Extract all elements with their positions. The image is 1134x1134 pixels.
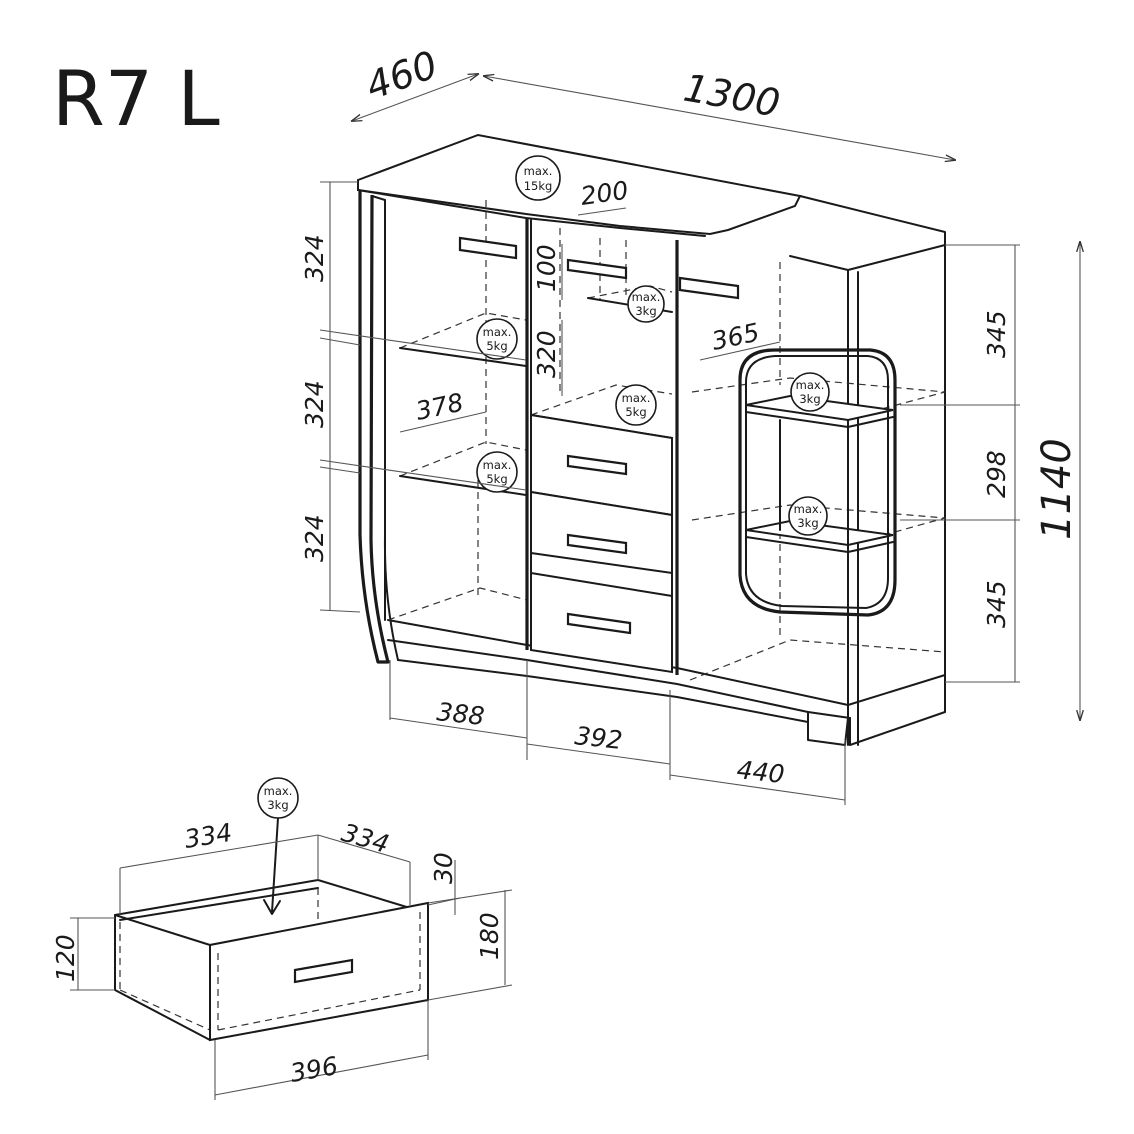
svg-text:396: 396: [288, 1051, 340, 1088]
svg-text:345: 345: [982, 580, 1011, 628]
svg-text:max.: max.: [264, 784, 293, 798]
cabinet: [357, 133, 946, 746]
svg-text:365: 365: [709, 318, 762, 356]
svg-text:30: 30: [429, 852, 458, 884]
drawer-dimensions: 334 334 120 180 30 396: [51, 818, 513, 1100]
svg-text:324: 324: [300, 514, 329, 562]
svg-text:1140: 1140: [1034, 438, 1080, 540]
svg-text:3kg: 3kg: [635, 304, 656, 318]
right-height-dimensions: 345 298 345 1140: [900, 242, 1080, 720]
handle-icon: [293, 958, 354, 984]
svg-text:max.: max.: [483, 325, 512, 339]
svg-text:5kg: 5kg: [486, 339, 507, 353]
badge-right-shelf2: max. 3kg: [788, 496, 828, 536]
badge-left-shelf2: max. 5kg: [476, 451, 518, 493]
badge-drawer: max. 3kg: [257, 777, 299, 819]
svg-text:334: 334: [182, 818, 234, 854]
svg-text:max.: max.: [524, 164, 553, 178]
svg-text:3kg: 3kg: [267, 798, 288, 812]
svg-text:15kg: 15kg: [524, 179, 553, 193]
svg-text:3kg: 3kg: [799, 392, 820, 406]
svg-text:5kg: 5kg: [625, 405, 646, 419]
svg-text:324: 324: [300, 380, 329, 428]
svg-text:334: 334: [338, 818, 392, 859]
handle-icon: [458, 236, 740, 300]
svg-text:320: 320: [532, 330, 561, 378]
svg-text:460: 460: [360, 42, 443, 108]
svg-text:120: 120: [51, 934, 80, 982]
svg-text:max.: max.: [794, 502, 823, 516]
inner-dimensions: 200 100 320 378 365: [399, 176, 781, 433]
handle-icon: [566, 454, 632, 635]
left-height-dimensions: 324 324 324: [300, 181, 527, 613]
svg-text:388: 388: [435, 697, 485, 731]
badge-right-shelf1: max. 3kg: [790, 372, 830, 412]
badge-shelf-mid-top: max. 3kg: [627, 285, 665, 323]
svg-text:378: 378: [413, 388, 466, 426]
svg-text:180: 180: [475, 912, 504, 960]
svg-text:3kg: 3kg: [797, 516, 818, 530]
badge-mid-shelf: max. 5kg: [615, 384, 657, 426]
svg-text:200: 200: [579, 176, 630, 211]
badge-top: max. 15kg: [515, 155, 561, 201]
svg-text:max.: max.: [632, 290, 661, 304]
svg-text:max.: max.: [622, 391, 651, 405]
model-title: R7 L: [52, 54, 220, 143]
badge-left-shelf1: max. 5kg: [476, 318, 518, 360]
svg-text:100: 100: [532, 244, 561, 292]
svg-text:440: 440: [735, 755, 785, 789]
depth-dimension: 460: [352, 42, 478, 121]
svg-text:345: 345: [982, 310, 1011, 358]
width-dimension: 1300: [484, 66, 955, 160]
svg-text:5kg: 5kg: [486, 472, 507, 486]
svg-text:298: 298: [982, 450, 1011, 498]
svg-text:max.: max.: [796, 378, 825, 392]
svg-text:324: 324: [300, 234, 329, 282]
svg-text:1300: 1300: [680, 66, 783, 126]
bottom-width-dimensions: 388 392 440: [389, 660, 846, 805]
svg-text:max.: max.: [483, 458, 512, 472]
drawer-detail: [114, 817, 429, 1042]
svg-text:392: 392: [573, 721, 623, 755]
